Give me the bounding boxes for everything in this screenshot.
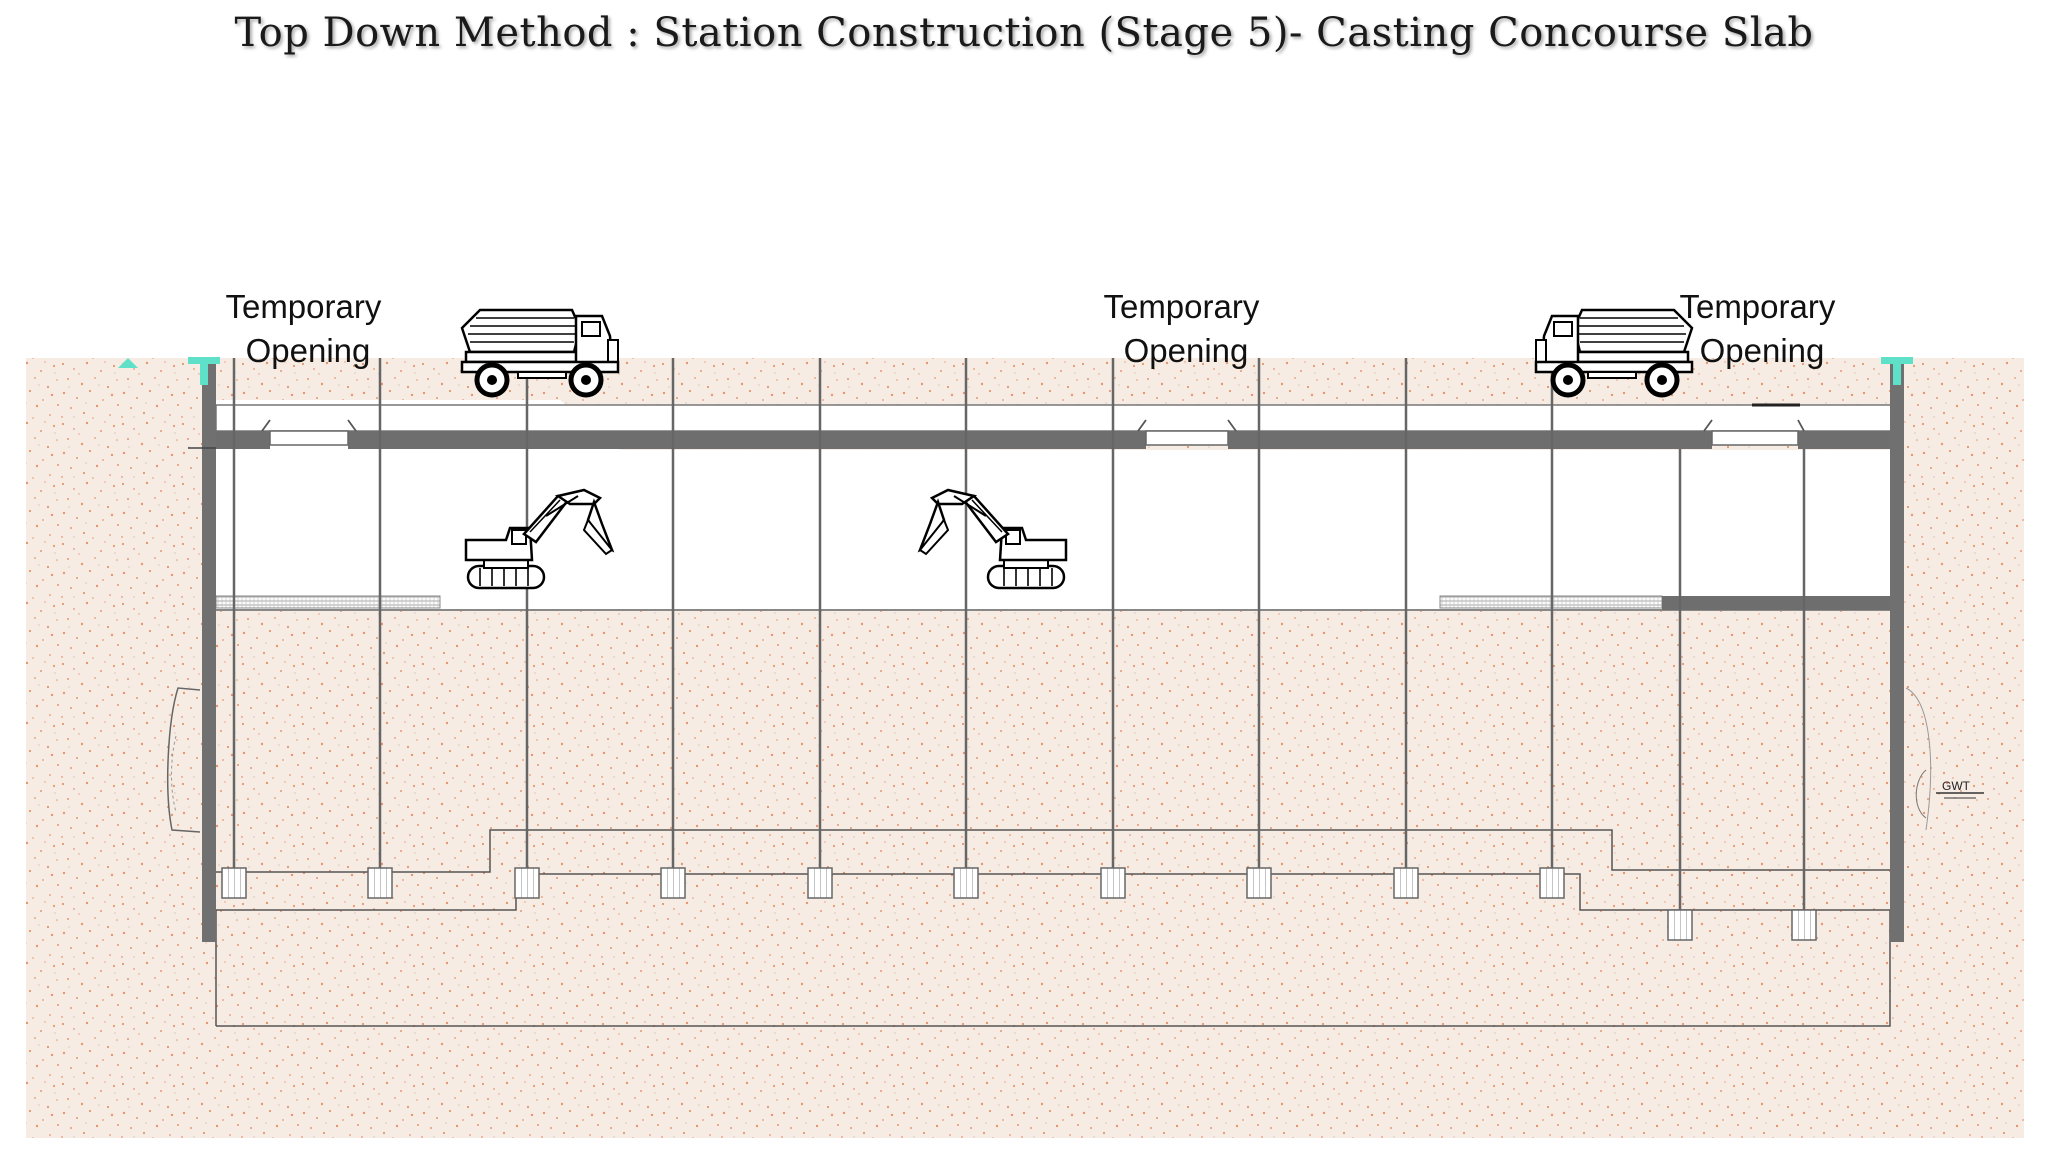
plunge-columns: [232, 358, 1806, 910]
adjacent-structure-left: [167, 687, 201, 833]
surface-band: [215, 404, 1893, 432]
diaphragm-wall-left: [202, 358, 216, 942]
opening-edges: [261, 403, 1805, 432]
opening-label-right: Temporary Opening: [1679, 288, 1844, 369]
adjacent-structure-right: [1905, 687, 1932, 831]
ground-marker-small-icon: [118, 358, 138, 368]
soil-layer-lines: [215, 829, 1891, 1027]
opening-label-left: Temporary Opening: [225, 288, 390, 369]
gwt-label: GWT: [1942, 779, 1971, 793]
opening-label-mid: Temporary Opening: [1103, 288, 1268, 369]
diagram-title: Top Down Method : Station Construction (…: [234, 10, 1814, 56]
gwt-marker-icon: [1915, 769, 1984, 819]
diaphragm-wall-right: [1890, 358, 1904, 942]
roof-slab: [216, 430, 1890, 449]
